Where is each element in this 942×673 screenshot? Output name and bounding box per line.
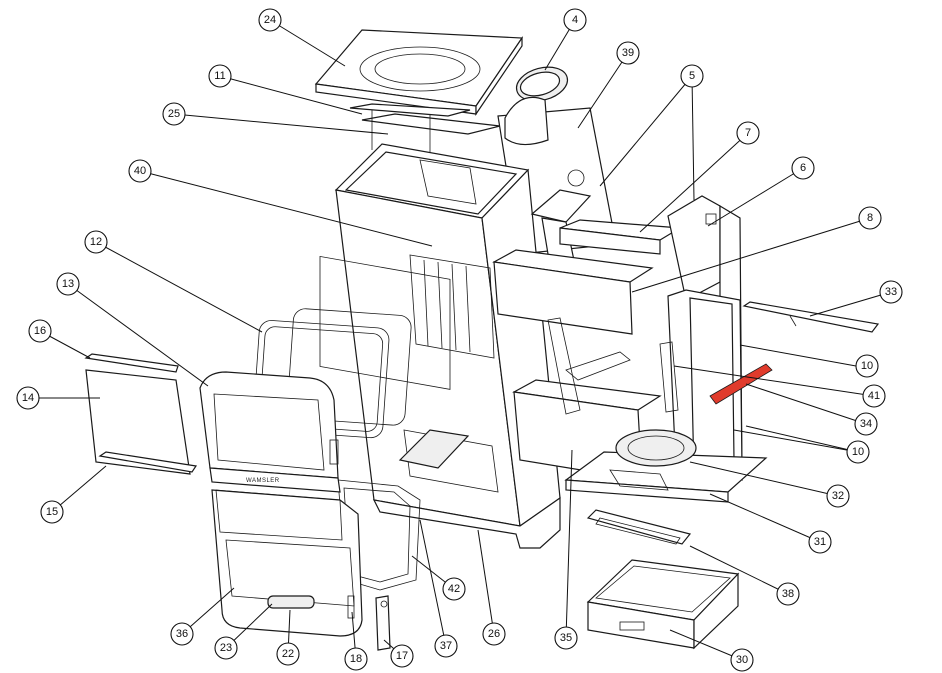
- svg-text:32: 32: [832, 490, 844, 502]
- callout-12: 12: [84, 230, 108, 254]
- svg-text:23: 23: [220, 642, 232, 654]
- side-rail: [742, 301, 880, 333]
- highlighted-bar: [709, 363, 773, 405]
- callout-6: 6: [791, 156, 815, 180]
- svg-text:16: 16: [34, 325, 46, 337]
- callout-39: 39: [616, 41, 640, 65]
- grate-base: [564, 429, 768, 503]
- svg-text:36: 36: [176, 628, 188, 640]
- callout-25: 25: [162, 102, 186, 126]
- callouts: 24 4 39 11 25 5 7 40 6 8 12 33 13 16 10 …: [16, 8, 903, 672]
- callout-24: 24: [258, 8, 282, 32]
- callout-8: 8: [858, 206, 882, 230]
- callout-30: 30: [730, 648, 754, 672]
- loose-panel: [84, 353, 198, 475]
- callout-14: 14: [16, 386, 40, 410]
- callout-5: 5: [680, 64, 704, 88]
- callout-10-upper: 10: [855, 354, 879, 378]
- svg-text:14: 14: [22, 392, 34, 404]
- callout-38: 38: [776, 582, 800, 606]
- callout-16: 16: [28, 319, 52, 343]
- svg-text:33: 33: [885, 286, 897, 298]
- svg-text:41: 41: [868, 390, 880, 402]
- callout-41: 41: [862, 384, 886, 408]
- svg-text:4: 4: [572, 14, 578, 26]
- callout-17: 17: [390, 644, 414, 668]
- callout-37: 37: [434, 634, 458, 658]
- ash-rail: [586, 509, 692, 545]
- svg-text:40: 40: [134, 165, 146, 177]
- svg-text:17: 17: [396, 650, 408, 662]
- svg-text:42: 42: [448, 583, 460, 595]
- callout-34: 34: [854, 412, 878, 436]
- svg-text:18: 18: [350, 653, 362, 665]
- door-hardware: [329, 439, 391, 651]
- svg-text:10: 10: [852, 446, 864, 458]
- callout-31: 31: [808, 530, 832, 554]
- svg-text:38: 38: [782, 588, 794, 600]
- svg-text:26: 26: [488, 628, 500, 640]
- svg-text:37: 37: [440, 640, 452, 652]
- callout-32: 32: [826, 484, 850, 508]
- leader-lines: [28, 19, 892, 661]
- callout-15: 15: [40, 500, 64, 524]
- callout-18: 18: [344, 647, 368, 671]
- callout-22: 22: [276, 642, 300, 666]
- svg-text:30: 30: [736, 654, 748, 666]
- svg-text:31: 31: [814, 536, 826, 548]
- svg-text:25: 25: [168, 108, 180, 120]
- svg-text:34: 34: [860, 418, 872, 430]
- svg-text:35: 35: [560, 632, 572, 644]
- svg-text:24: 24: [264, 14, 276, 26]
- callout-42: 42: [442, 577, 466, 601]
- brand-label: WAMSLER: [246, 478, 280, 484]
- front-doors: WAMSLER: [199, 371, 363, 637]
- callout-7: 7: [736, 121, 760, 145]
- svg-text:8: 8: [867, 212, 873, 224]
- flue-collar: [515, 66, 569, 102]
- callout-11: 11: [208, 64, 232, 88]
- stove-body: [319, 143, 561, 549]
- callout-35: 35: [554, 626, 578, 650]
- svg-text:15: 15: [46, 506, 58, 518]
- callout-26: 26: [482, 622, 506, 646]
- callout-23: 23: [214, 636, 238, 660]
- callout-13: 13: [56, 272, 80, 296]
- svg-text:39: 39: [622, 47, 634, 59]
- svg-text:22: 22: [282, 648, 294, 660]
- top-cover-plate: [314, 29, 524, 116]
- svg-text:6: 6: [800, 162, 806, 174]
- svg-text:11: 11: [214, 70, 225, 82]
- svg-text:10: 10: [861, 360, 873, 372]
- svg-text:7: 7: [745, 127, 751, 139]
- callout-10-lower: 10: [846, 440, 870, 464]
- ash-drawer: [586, 559, 740, 650]
- svg-text:5: 5: [689, 70, 695, 82]
- callout-4: 4: [563, 8, 587, 32]
- callout-36: 36: [170, 622, 194, 646]
- callout-40: 40: [128, 159, 152, 183]
- callout-33: 33: [879, 280, 903, 304]
- svg-text:13: 13: [62, 278, 74, 290]
- svg-text:12: 12: [90, 236, 102, 248]
